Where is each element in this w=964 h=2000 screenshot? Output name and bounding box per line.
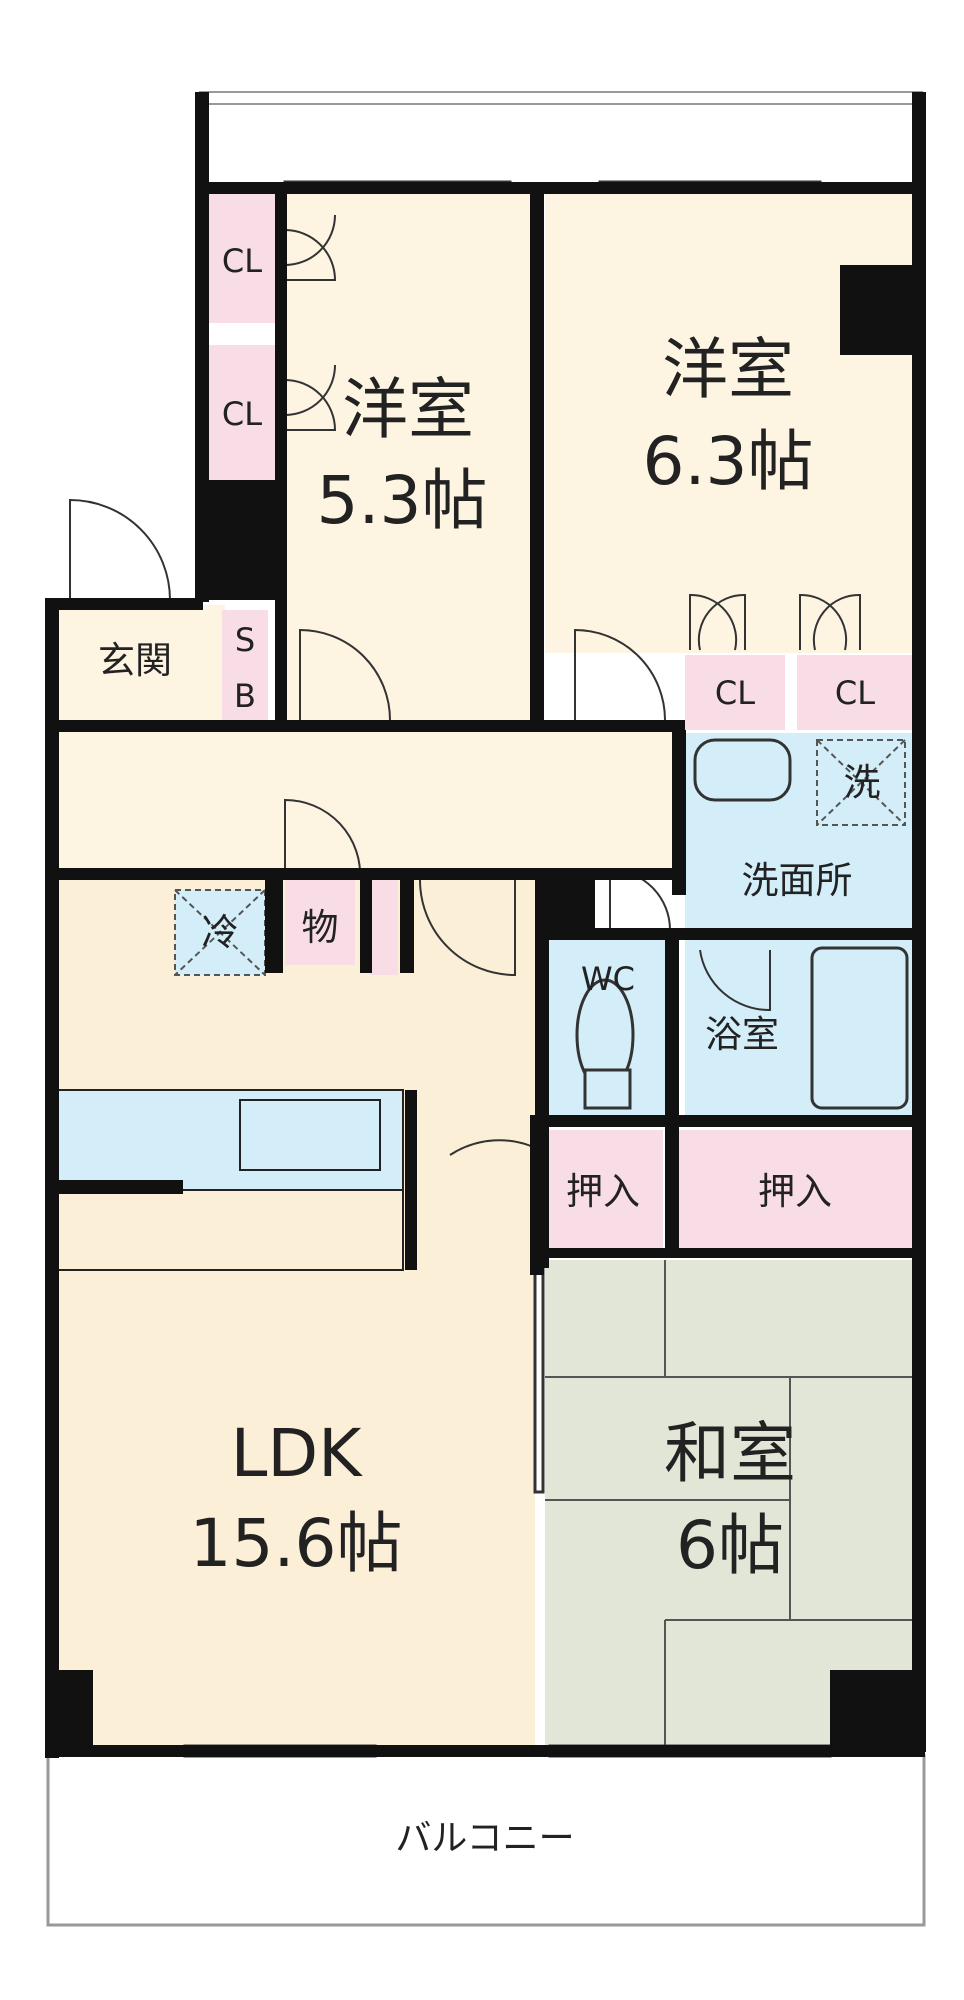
ldk-size: 15.6帖 <box>190 1505 403 1582</box>
closet-2 <box>208 345 276 480</box>
oshiire-2-label: 押入 <box>758 1170 832 1213</box>
kitchen-wall <box>57 1189 404 1271</box>
washer-label: 洗 <box>844 761 881 804</box>
walls <box>45 92 926 1758</box>
toilet-tank <box>583 1068 632 1110</box>
ldk-floor <box>55 878 535 1748</box>
japanese-room-name: 和室 <box>664 1415 796 1492</box>
oshiire-2 <box>678 1130 913 1250</box>
closet-1-label: CL <box>222 242 262 280</box>
closet-1 <box>208 193 276 323</box>
oshiire-1-label: 押入 <box>566 1170 640 1213</box>
shoebox-label-bottom: B <box>234 677 256 715</box>
japanese-room-size: 6帖 <box>676 1507 784 1584</box>
shoebox-label-top: S <box>235 621 255 659</box>
shoebox <box>222 610 268 728</box>
hallway-floor <box>55 728 675 868</box>
western-room-small-size: 5.3帖 <box>317 462 488 539</box>
bath-label: 浴室 <box>705 1013 779 1056</box>
western-room-large-name: 洋室 <box>662 331 794 408</box>
western-room-small-name: 洋室 <box>342 371 474 448</box>
washer-space <box>816 739 906 826</box>
tatami-lines <box>545 1260 913 1748</box>
oshiire-1 <box>545 1130 663 1250</box>
washroom-label: 洗面所 <box>742 859 853 902</box>
ldk-name: LDK <box>231 1415 364 1492</box>
fridge-space <box>174 889 266 976</box>
storage-closet <box>285 880 355 965</box>
toilet-label: WC <box>581 960 635 998</box>
entrance-floor <box>55 605 225 730</box>
basin <box>693 738 792 802</box>
fridge-label: 冷 <box>202 911 239 954</box>
tatami-floor <box>545 1260 913 1748</box>
closet-2-label: CL <box>222 395 262 433</box>
closet-3 <box>685 655 785 730</box>
storage-label: 物 <box>302 906 339 949</box>
kitchen-sink <box>239 1099 381 1171</box>
entrance-label: 玄関 <box>98 639 172 682</box>
balcony-label: バルコニー <box>395 1818 574 1859</box>
top-balcony-rail <box>199 91 923 105</box>
small-closet <box>370 880 398 975</box>
western-room-large-size: 6.3帖 <box>643 423 814 500</box>
balcony-area <box>46 1753 926 1927</box>
bathtub <box>810 946 909 1110</box>
closet-3-label: CL <box>715 674 755 712</box>
western-room-small-floor <box>280 193 535 723</box>
closet-4-label: CL <box>835 674 875 712</box>
closet-4 <box>797 655 913 730</box>
